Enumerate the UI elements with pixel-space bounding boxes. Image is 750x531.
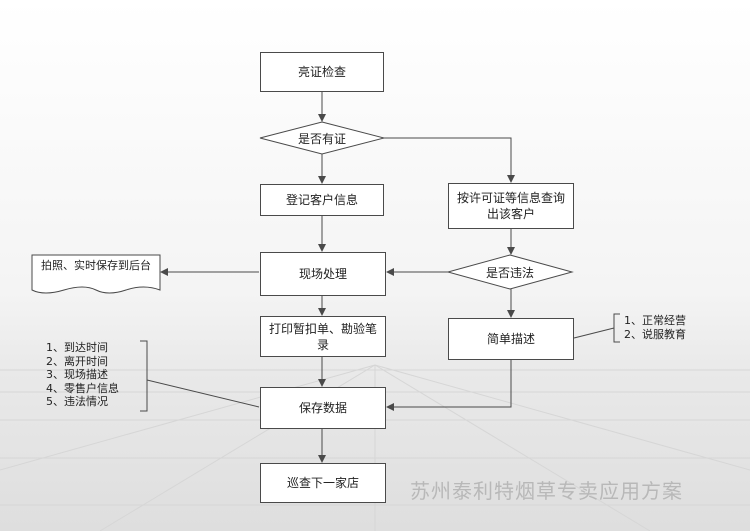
query-customer-box: 按许可证等信息查询出该客户 [448,183,574,229]
simple-desc-box: 简单描述 [448,318,574,360]
decision-license-label: 是否有证 [297,131,346,146]
desc-notes-bracket [573,313,620,343]
simple-desc-label: 简单描述 [486,332,535,346]
save-note-item: 2、离开时间 [46,354,108,368]
print-record-label: 打印暂扣单、勘验笔录 [268,321,377,352]
save-notes-bracket [140,340,260,412]
register-customer-box: 登记客户信息 [260,184,384,216]
watermark-title: 苏州泰利特烟草专卖应用方案 [410,479,683,503]
print-record-box: 打印暂扣单、勘验笔录 [260,316,386,357]
save-note-item: 1、到达时间 [46,341,108,354]
save-note-item: 5、违法情况 [46,395,108,408]
decision-illegal-label: 是否违法 [485,265,534,280]
desc-note-item: 2、说服教育 [624,327,686,341]
start-check-box: 亮证检查 [260,52,384,92]
photo-note-label: 拍照、实时保存到后台 [41,259,151,272]
save-note-item: 4、零售户信息 [46,381,119,395]
save-data-label: 保存数据 [298,401,347,415]
register-customer-label: 登记客户信息 [285,193,358,207]
desc-note-item: 1、正常经营 [624,314,686,327]
save-notes-list: 1、到达时间 2、离开时间 3、现场描述 4、零售户信息 5、违法情况 [46,341,119,409]
next-store-label: 巡查下一家店 [286,476,359,490]
decision-illegal-shape [446,254,574,290]
onsite-handle-label: 现场处理 [298,267,347,281]
onsite-handle-box: 现场处理 [260,252,386,296]
next-store-box: 巡查下一家店 [260,463,386,503]
photo-note-shape [31,254,161,294]
decision-license: 是否有证 [262,126,382,150]
query-customer-label: 按许可证等信息查询出该客户 [456,191,565,221]
decision-illegal: 是否违法 [450,260,570,284]
desc-notes-list: 1、正常经营 2、说服教育 [624,314,686,341]
save-data-box: 保存数据 [260,387,386,429]
photo-note: 拍照、实时保存到后台 [34,255,158,289]
start-check-label: 亮证检查 [297,65,346,79]
save-note-item: 3、现场描述 [46,368,108,381]
